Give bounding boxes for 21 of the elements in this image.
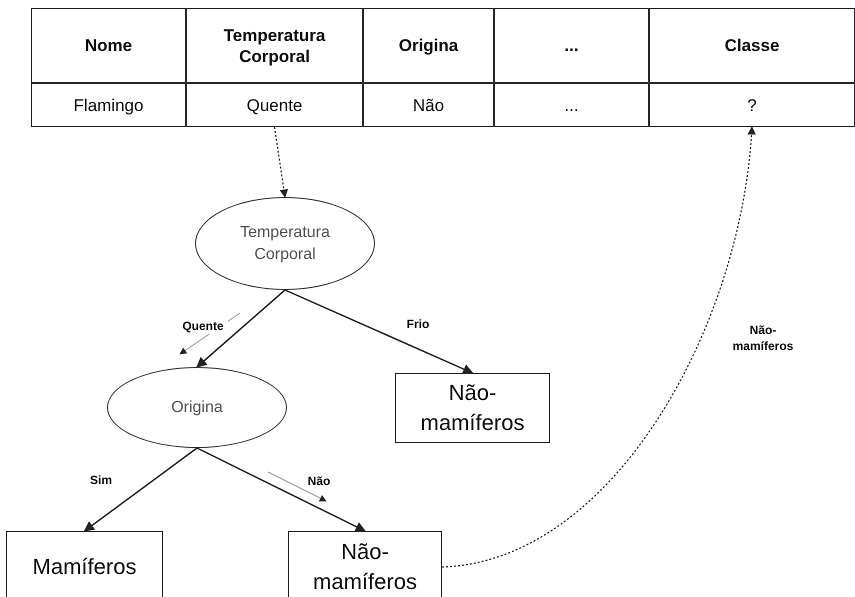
arrow [196, 447, 366, 532]
arrow [196, 289, 286, 368]
leaf-box: Não-mamíferos [395, 373, 550, 443]
decision-ellipse: Temperatura Corporal [195, 197, 375, 290]
table-cell: Flamingo [31, 83, 186, 127]
table-header-cell: Nome [31, 8, 186, 83]
table-cell: ? [649, 83, 855, 127]
table-header-cell: Classe [649, 8, 855, 83]
leaf-box: Não-mamíferos [288, 531, 442, 597]
leaf-box: Mamíferos [6, 531, 163, 597]
table-cell: ... [494, 83, 649, 127]
table-cell: Não [363, 83, 494, 127]
dotted-arrow [274, 126, 288, 198]
table-header-cell: Temperatura Corporal [186, 8, 363, 83]
table-header-cell: ... [494, 8, 649, 83]
table-header-cell: Origina [363, 8, 494, 83]
table-cell: Quente [186, 83, 363, 127]
dotted-arrow [442, 126, 756, 568]
arrow [284, 289, 474, 374]
arrow [84, 447, 198, 532]
decision-ellipse: Origina [107, 367, 287, 448]
